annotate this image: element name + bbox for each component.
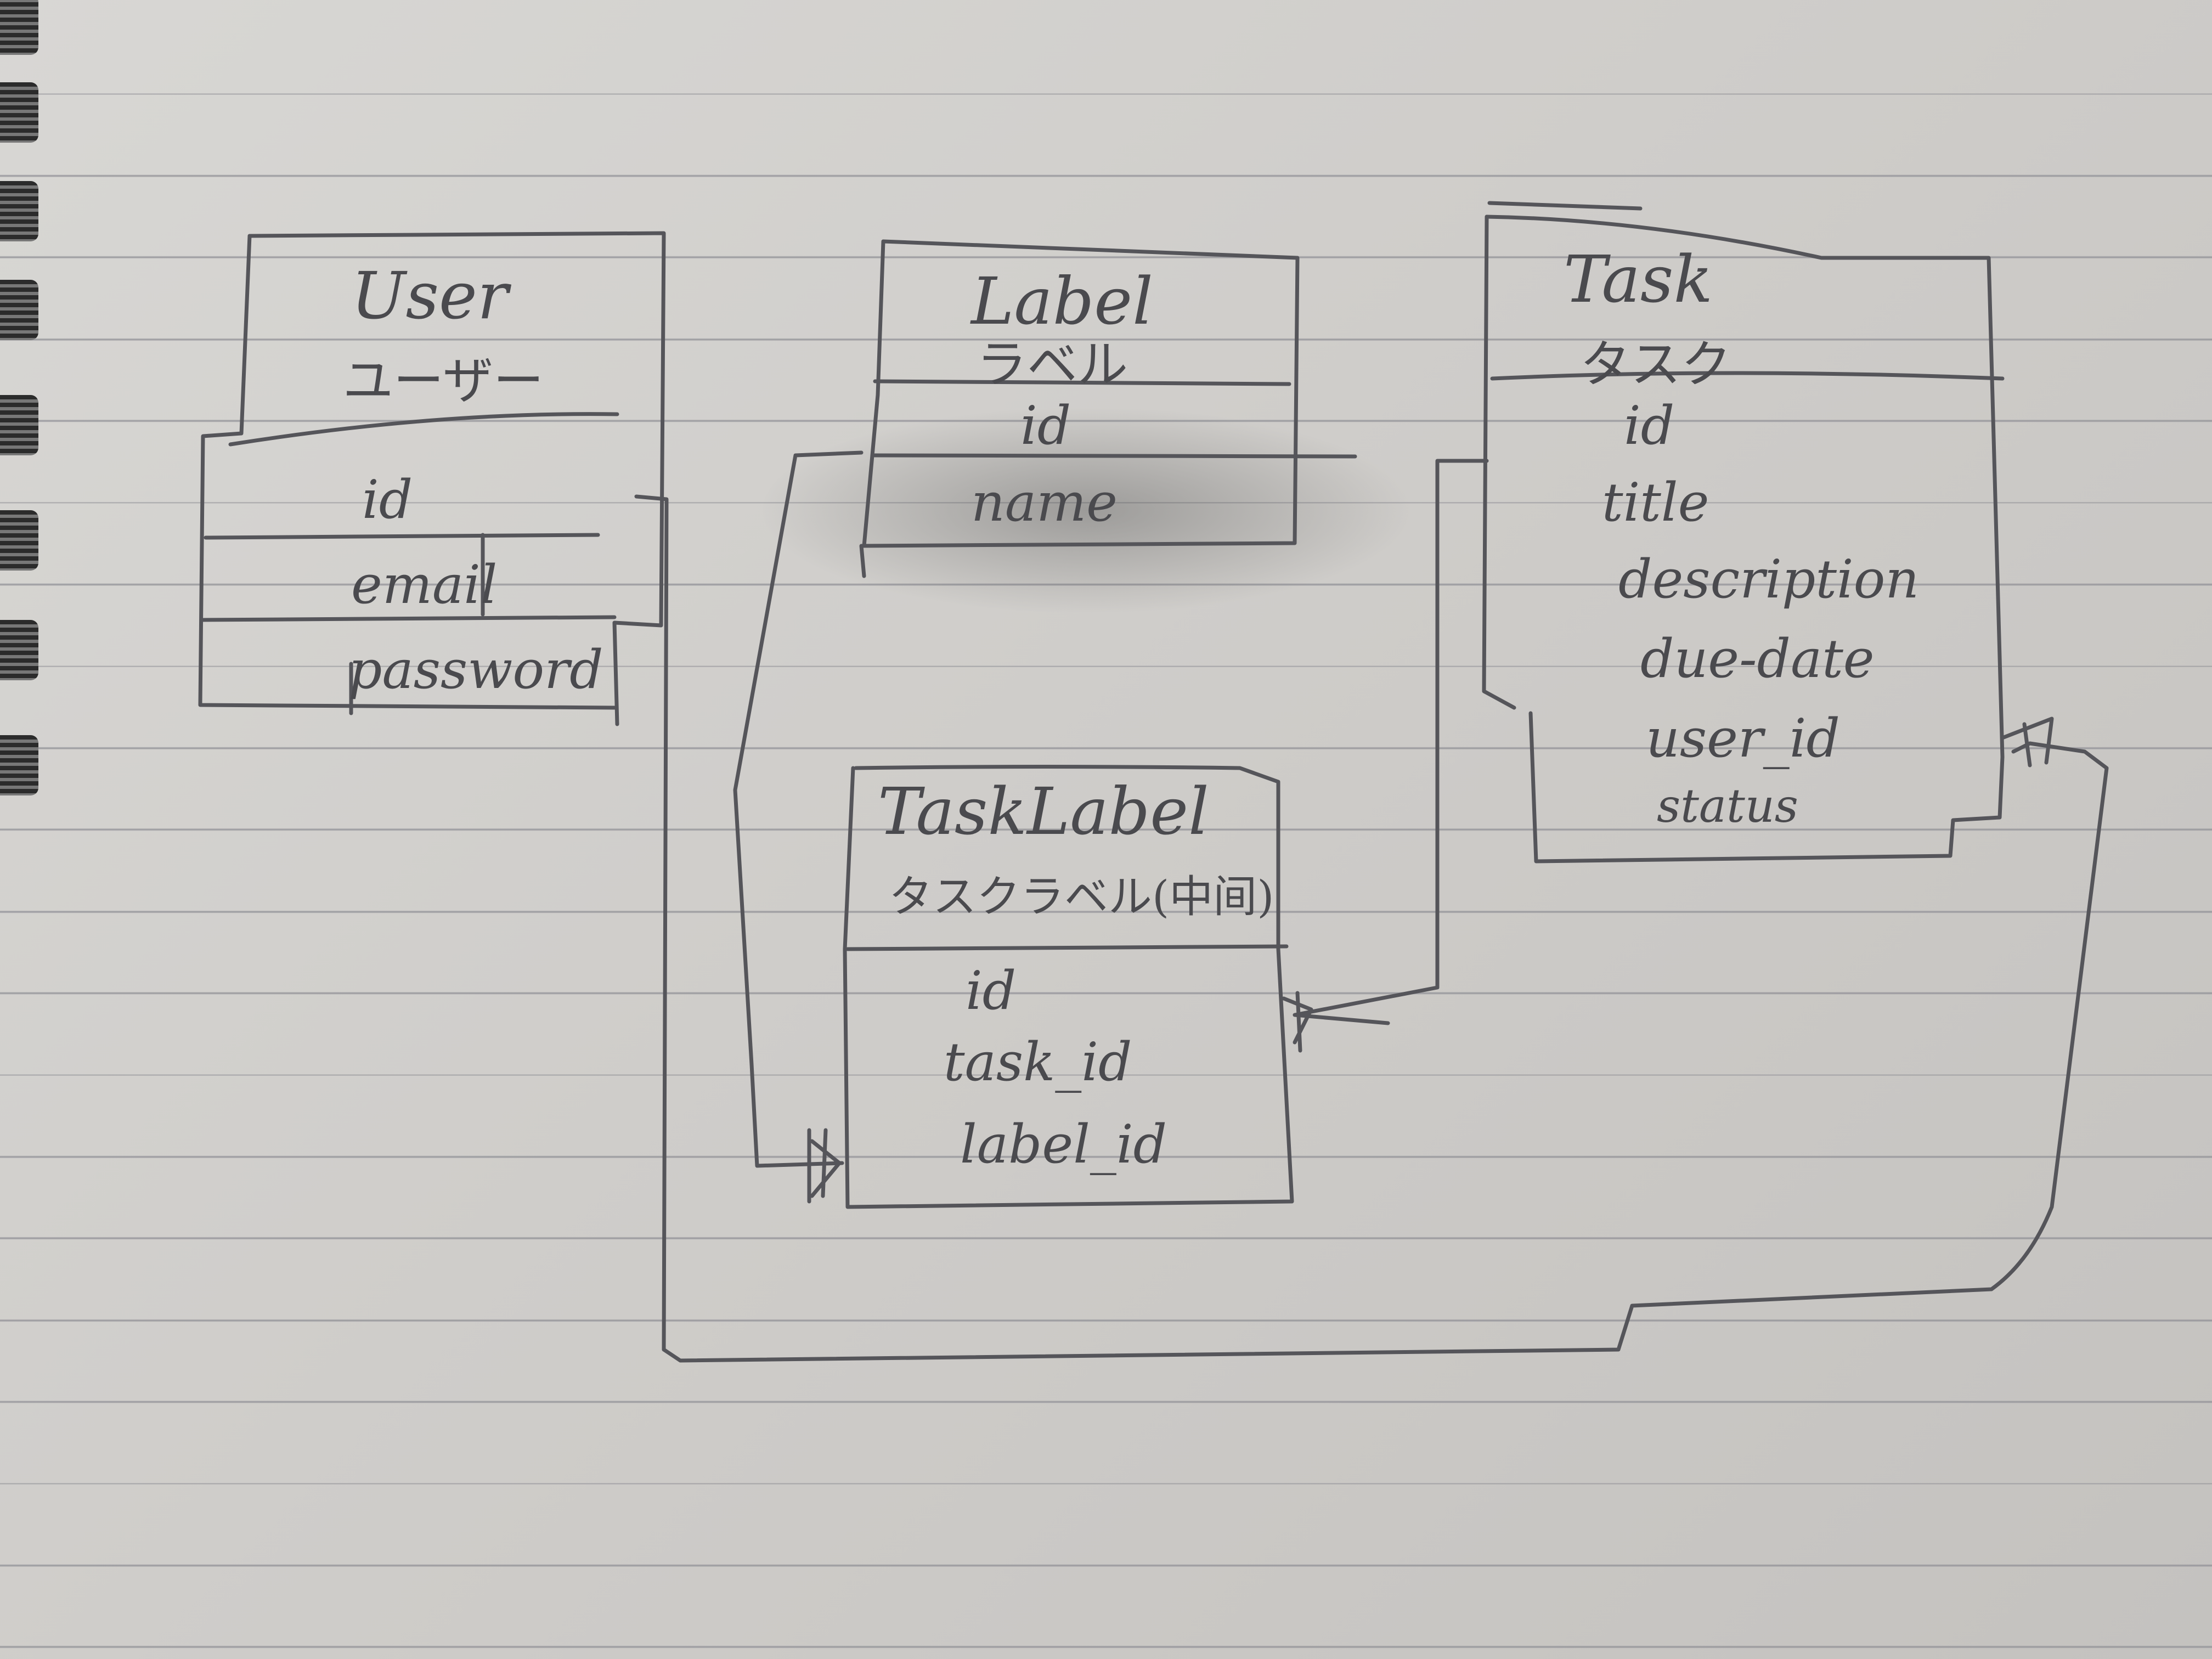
label-field-name: name [971,472,1118,533]
label-to-tasklabel-connector [733,450,864,1204]
user-entity-box [198,231,666,726]
task-title: Task [1564,241,1713,317]
user-field-id: id [362,469,413,531]
task-field-id: id [1624,395,1675,456]
task-field-user-id: user_id [1646,708,1840,769]
task-to-tasklabel-connector [1282,459,1489,1053]
user-field-password: password [348,639,603,701]
label-entity-box [859,239,1357,578]
tasklabel-title: TaskLabel [878,774,1209,849]
label-field-id: id [1020,395,1071,456]
task-field-title: title [1602,472,1709,533]
task-label-entity-box [843,765,1294,1209]
user-to-task-connector [634,494,2109,1363]
tasklabel-field-id: id [966,960,1017,1022]
spiral-binding [0,0,60,1659]
task-field-due-date: due-date [1640,628,1875,690]
task-entity-box [1482,201,2005,864]
label-title: Label [971,263,1153,339]
task-subtitle-jp: タスク [1580,335,1732,394]
tasklabel-subtitle-jp: タスクラベル(中间) [889,871,1274,922]
user-subtitle-jp: ユーザー [343,352,544,410]
task-field-status: status [1657,779,1798,833]
user-field-email: email [351,554,498,616]
task-field-description: description [1618,549,1920,610]
tasklabel-field-label-id: label_id [960,1114,1167,1175]
tasklabel-field-task-id: task_id [944,1031,1132,1093]
user-title: User [351,258,509,334]
label-subtitle-jp: ラベル [977,335,1128,394]
